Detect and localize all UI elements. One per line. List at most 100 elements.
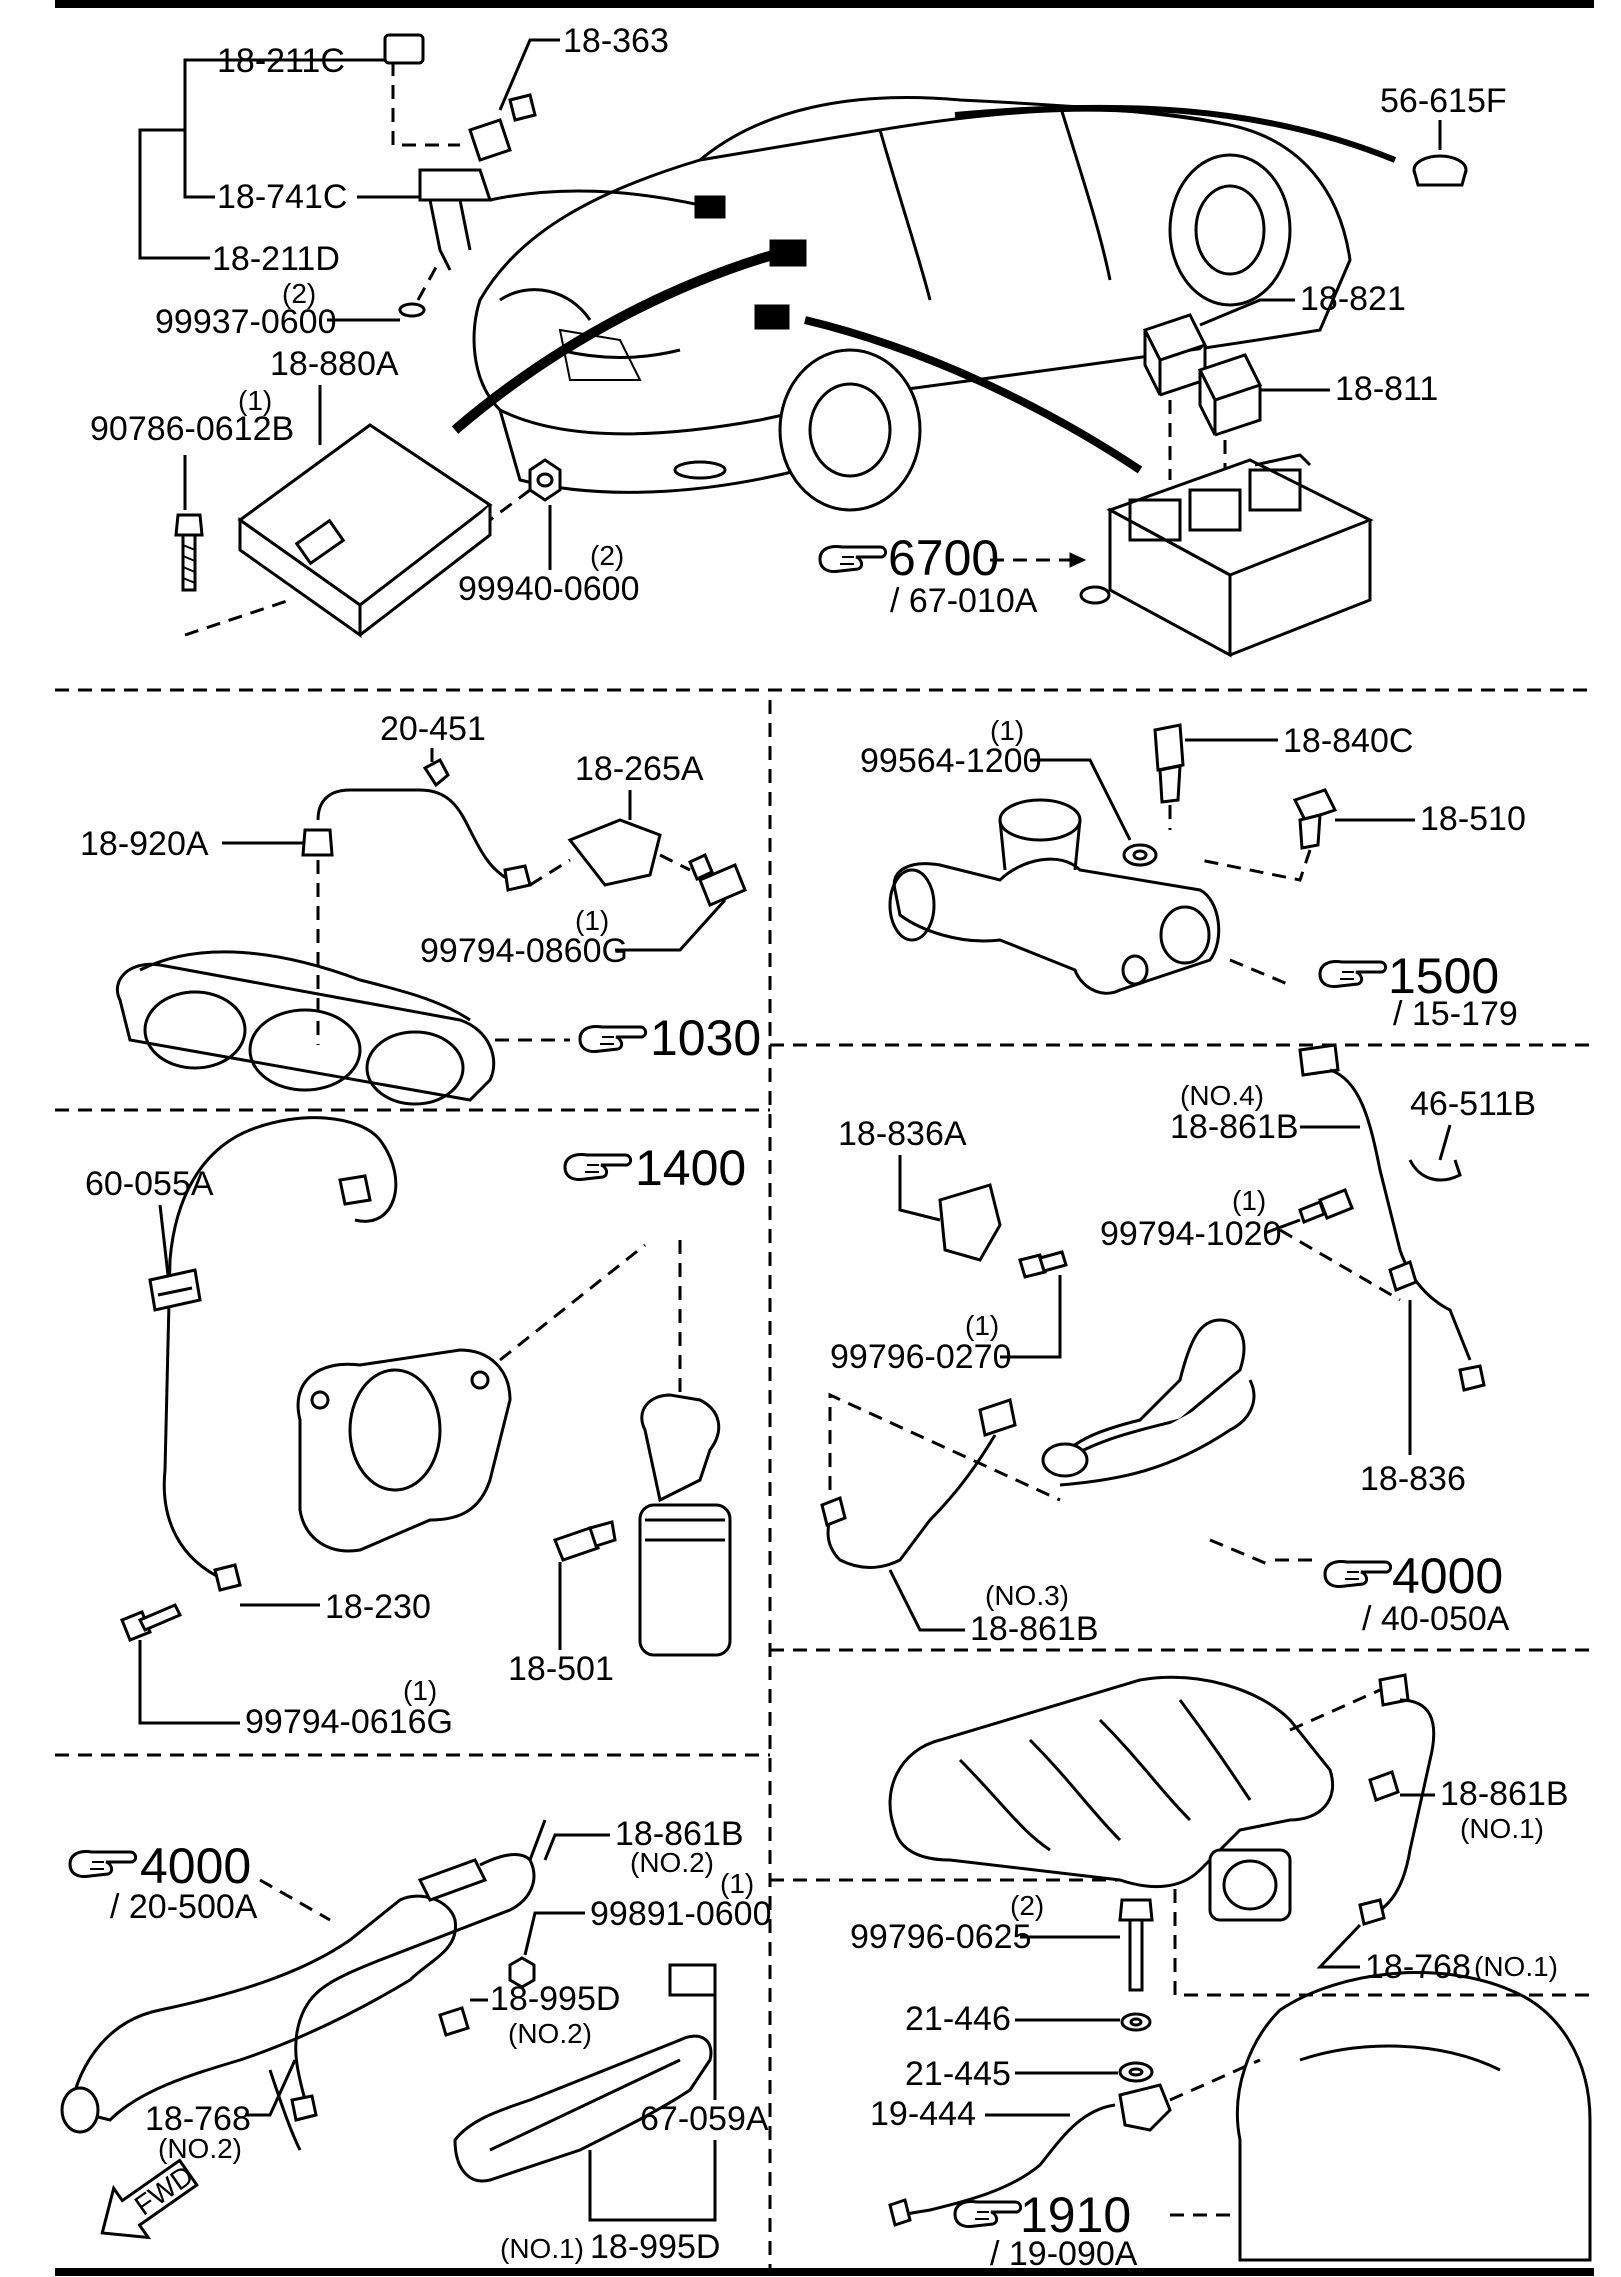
label-20-451: 20-451	[380, 710, 486, 748]
cam-sensor-wire-18-230	[162, 1116, 398, 1592]
label-18-211C: 18-211C	[217, 42, 345, 80]
relay-location-marker	[754, 304, 790, 330]
label-99796-0270: 99796-0270	[830, 1338, 1012, 1376]
leader-sensor	[489, 189, 701, 207]
ref-4000a-sub: / 40-050A	[1362, 1600, 1510, 1638]
label-18-840C: 18-840C	[1283, 722, 1413, 760]
clip-18-995D-no2	[438, 2006, 470, 2037]
label-99891-0600: 99891-0600	[590, 1895, 772, 1933]
label-18-995D: 18-995D	[590, 2228, 720, 2266]
thermostat-housing-1500	[888, 798, 1291, 995]
label-18-230: 18-230	[325, 1588, 431, 1626]
sensor-18-840C	[1153, 723, 1185, 830]
pointing-hand-icon	[578, 1025, 648, 1053]
washer-21-445	[1118, 2061, 1154, 2083]
bracket-18-836A	[938, 1183, 1002, 1262]
leader-ecu	[451, 245, 792, 434]
fwd-label: FWD	[129, 2159, 199, 2221]
oil-pressure-switch-18-501	[553, 1520, 617, 1562]
map-sensor-assembly	[383, 33, 537, 318]
label-no1b: (NO.1)	[1474, 1951, 1558, 1982]
label-18-363: 18-363	[563, 22, 669, 60]
nut-99937	[398, 302, 426, 318]
ecu-18-880A	[184, 423, 493, 638]
label-18-920A: 18-920A	[80, 825, 209, 863]
ref-1500: 1500	[1388, 948, 1499, 1004]
sensor-18-510	[1199, 788, 1338, 882]
leader-relay	[804, 316, 1143, 474]
label-no4: (NO.4)	[1180, 1080, 1264, 1111]
bracket-18-265A	[529, 818, 691, 887]
label-18-861B-no3: 18-861B	[970, 1610, 1099, 1648]
label-60-055A: 60-055A	[85, 1165, 214, 1203]
pointing-hand-icon	[68, 1850, 138, 1878]
ref-4000b: 4000	[140, 1838, 251, 1894]
relay-box-6700	[1079, 453, 1374, 658]
o2-sensor-18-861B-no3	[820, 1392, 1061, 1569]
cylinder-head-1030	[115, 860, 570, 1106]
label-99564-1200: 99564-1200	[860, 742, 1042, 780]
label-18-836A: 18-836A	[838, 1115, 967, 1153]
label-18-510: 18-510	[1420, 800, 1526, 838]
ref-6700-sub: / 67-010A	[890, 582, 1038, 620]
label-qty-99794-0860G: (1)	[575, 905, 609, 936]
clip-20-451	[422, 757, 450, 788]
transmission-1910	[1169, 1971, 1592, 2262]
leader-grommet	[954, 104, 1397, 163]
pointing-hand-icon	[1323, 1560, 1393, 1588]
sensor-60-055A	[148, 1268, 202, 1312]
bolt-99796-0625	[1118, 1898, 1154, 1992]
label-19-444: 19-444	[870, 2095, 976, 2133]
timing-cover-1400	[296, 1243, 646, 1553]
label-18-861B-no4: 18-861B	[1170, 1108, 1299, 1146]
label-67-059A: 67-059A	[640, 2100, 769, 2138]
clip-46-511B	[1408, 1159, 1462, 1182]
section-divider	[770, 1878, 1594, 1997]
ref-1030: 1030	[650, 1010, 761, 1066]
label-qty-99891: (1)	[720, 1868, 754, 1899]
label-99940-0600: 99940-0600	[458, 570, 640, 608]
bolt-99794-0616G	[120, 1603, 183, 1642]
label-56-615F: 56-615F	[1380, 82, 1507, 120]
label-qty-99564: (1)	[990, 715, 1024, 746]
label-90786-0612B: 90786-0612B	[90, 410, 294, 448]
bolt-99794-1020	[1279, 1188, 1401, 1302]
label-46-511B: 46-511B	[1410, 1085, 1536, 1123]
pointing-hand-icon	[953, 2200, 1023, 2228]
label-18-211D: 18-211D	[212, 240, 340, 278]
o2-sensor-18-861B-no1	[1358, 1673, 1436, 1926]
bolt-90786-0612B	[174, 513, 204, 592]
exhaust-manifold-4000	[1041, 1318, 1271, 1567]
label-99794-0860G: 99794-0860G	[420, 932, 628, 970]
label-18-861B-no1: 18-861B	[1440, 1775, 1569, 1813]
label-no1a: (NO.1)	[1460, 1813, 1544, 1844]
pointing-hand-icon	[1318, 960, 1388, 988]
relay-18-821	[1142, 313, 1208, 480]
label-no3: (NO.3)	[985, 1580, 1069, 1611]
ref-1500-sub: / 15-179	[1393, 995, 1518, 1033]
heat-shield-67-059A	[453, 1963, 717, 2183]
ref-1910-sub: / 19-090A	[990, 2235, 1138, 2273]
o2-sensor-18-768-no2	[268, 2069, 302, 2151]
label-18-836: 18-836	[1360, 1460, 1466, 1498]
label-no1-995: (NO.1)	[500, 2233, 584, 2264]
label-qty-99796-0625: (2)	[1010, 1890, 1044, 1921]
label-99937-0600: 99937-0600	[155, 303, 337, 341]
label-18-861B-no2: 18-861B	[615, 1815, 744, 1853]
bolt-99796-0270	[1018, 1250, 1068, 1279]
ref-4000a: 4000	[1392, 1548, 1503, 1604]
label-no2b: (NO.2)	[508, 2018, 592, 2049]
bolt-99794-0860G	[688, 852, 747, 907]
ref-1400: 1400	[635, 1140, 746, 1196]
label-qty-99794-1020: (1)	[1232, 1185, 1266, 1216]
pointing-hand-icon	[818, 545, 888, 573]
label-18-768-no2: 18-768	[145, 2100, 251, 2138]
label-18-995D-no2: 18-995D	[490, 1980, 620, 2018]
label-21-446: 21-446	[905, 2000, 1011, 2038]
label-no2a: (NO.2)	[630, 1847, 714, 1878]
ref-4000b-sub: / 20-500A	[110, 1888, 258, 1926]
knock-sensor-18-920A	[301, 757, 532, 892]
nut-99940-0600	[489, 458, 562, 522]
label-99796-0625: 99796-0625	[850, 1918, 1032, 1956]
